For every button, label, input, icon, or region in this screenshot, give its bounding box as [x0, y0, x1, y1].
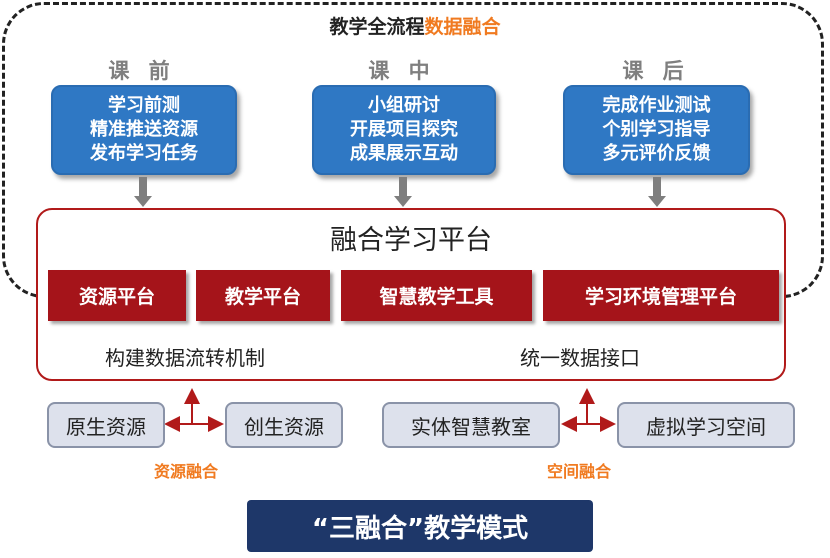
down-arrow-icon: [134, 177, 152, 207]
mechanism-data-flow: 构建数据流转机制: [105, 346, 265, 370]
phase-label-during: 课 中: [368, 59, 436, 83]
module-resource-platform: 资源平台: [48, 270, 186, 321]
down-arrow-icon: [394, 177, 412, 207]
mechanism-unified-interface: 统一数据接口: [520, 346, 640, 370]
down-arrow-icon: [648, 177, 666, 207]
model-banner: “三融合”教学模式: [247, 500, 593, 552]
generated-resources-box: 创生资源: [225, 402, 343, 448]
phase-line: 多元评价反馈: [602, 143, 711, 164]
phase-box-during: 小组研讨 开展项目探究 成果展示互动: [312, 85, 496, 175]
phase-box-before: 学习前测 精准推送资源 发布学习任务: [51, 85, 237, 175]
title-highlight: 数据融合: [424, 16, 501, 38]
phase-line: 开展项目探究: [350, 119, 458, 140]
physical-classroom-box: 实体智慧教室: [382, 402, 560, 448]
phase-line: 小组研讨: [368, 95, 440, 116]
phase-line: 精准推送资源: [90, 119, 198, 140]
phase-line: 成果展示互动: [350, 143, 458, 164]
module-environment-platform: 学习环境管理平台: [543, 270, 779, 321]
phase-line: 发布学习任务: [90, 143, 198, 164]
phase-label-after: 课 后: [622, 59, 690, 83]
resource-fusion-arrows: [164, 388, 224, 432]
resource-fusion-label: 资源融合: [154, 462, 219, 481]
space-fusion-label: 空间融合: [547, 462, 612, 481]
phase-label-before: 课 前: [108, 59, 176, 83]
space-fusion-arrows: [561, 388, 616, 432]
virtual-space-box: 虚拟学习空间: [617, 402, 795, 448]
module-smart-teaching-tools: 智慧教学工具: [341, 270, 532, 321]
phase-line: 学习前测: [108, 95, 180, 116]
platform-title: 融合学习平台: [330, 225, 492, 256]
native-resources-box: 原生资源: [47, 402, 165, 448]
phase-line: 个别学习指导: [602, 119, 711, 140]
phase-line: 完成作业测试: [602, 95, 711, 116]
phase-box-after: 完成作业测试 个别学习指导 多元评价反馈: [563, 85, 750, 175]
module-teaching-platform: 教学平台: [196, 270, 330, 321]
title-main: 教学全流程: [329, 16, 425, 38]
diagram-title: 教学全流程数据融合: [0, 12, 830, 39]
